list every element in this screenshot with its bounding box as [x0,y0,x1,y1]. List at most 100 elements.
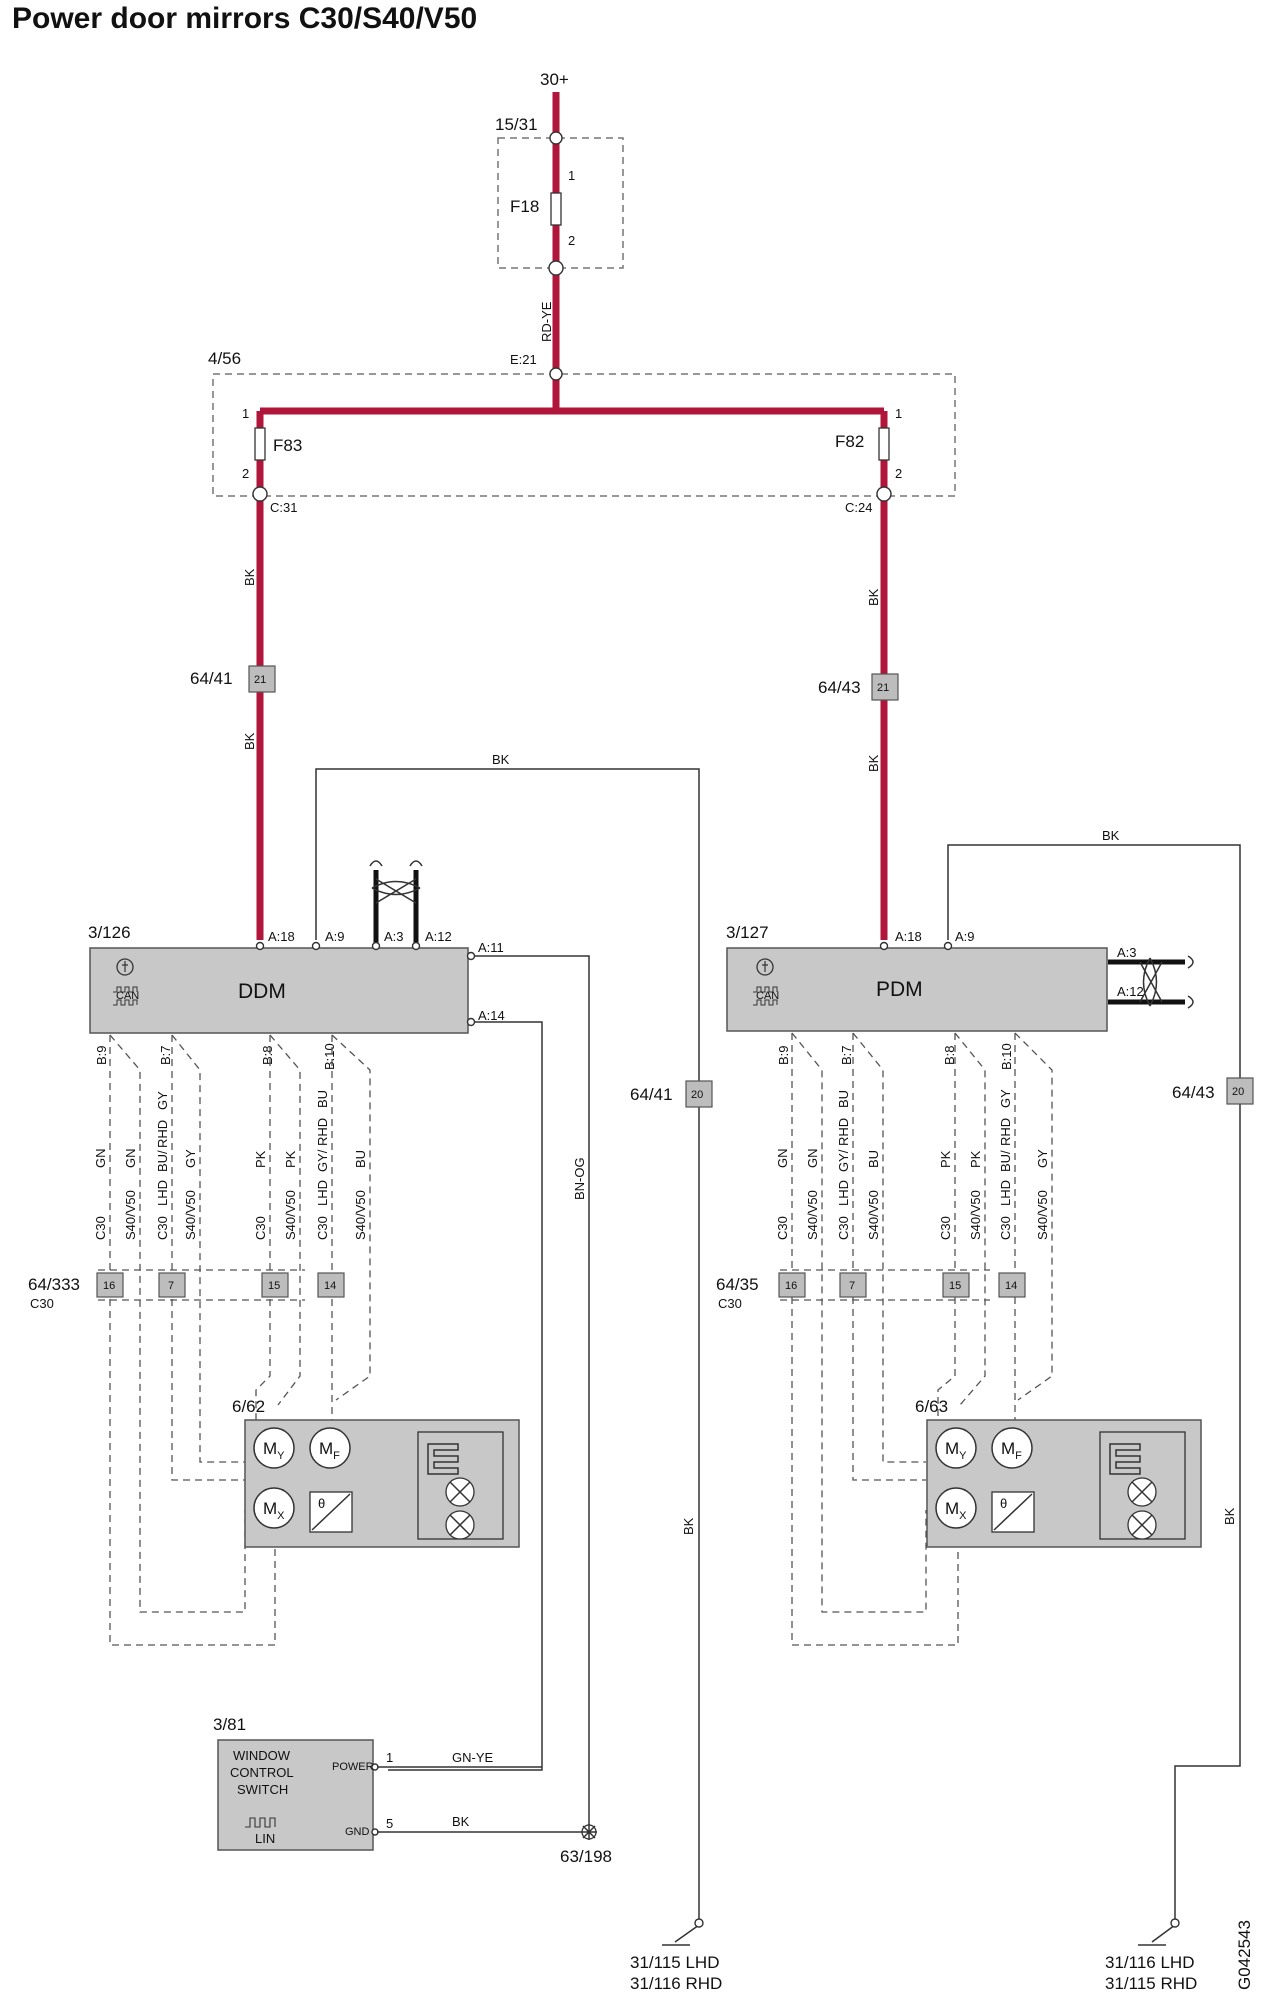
fuse-f83-pin1: 1 [242,406,249,421]
fuse-f83-pin2: 2 [242,466,249,481]
ddm-pin-dot [371,941,381,951]
pdm-pin-a12: A:12 [1117,984,1144,999]
fuse-f18-label: F18 [510,197,539,216]
switch-lin-label: LIN [255,1831,275,1846]
left-mirror-ref: 6/62 [232,1397,265,1416]
ddm-pin-dot [255,941,265,951]
right-motor-x-label: MX [945,1499,967,1522]
pdm-pin-a3: A:3 [1117,945,1137,960]
right-motor-x [935,1487,977,1529]
switch-pin1: 1 [386,1750,393,1765]
left-motor-x-label: MX [263,1499,285,1522]
right-temp-sensor-label: θ [1000,1496,1007,1511]
pdm-can-label: CAN [756,990,779,1002]
connector-right-ground-pin: 20 [1232,1086,1244,1098]
right-c30-pin-label: 16 [785,1280,797,1292]
ddm-wire-label: RHD [315,1118,330,1146]
fusebox-lower-left-out: C:31 [270,500,297,515]
ddm-wire-label: C30 [315,1216,330,1240]
ddm-pin-b9: B:9 [94,1045,109,1065]
connector-left-top-pin: 21 [254,674,266,686]
pdm-wire-label: S40/V50 [805,1190,820,1240]
left-lamp-icon [445,1477,475,1540]
ddm-pin-dot [311,941,321,951]
fusebox-lower-out-right [876,486,892,502]
left-c30-pin-label: 16 [103,1280,115,1292]
pdm-wire-label: PK [938,1150,953,1168]
pdm-wire-label: BU [866,1150,881,1168]
ddm-ref: 3/126 [88,923,131,942]
pdm-wire-label: C30 [836,1216,851,1240]
can-icon [113,986,138,1006]
ddm-pin-a3: A:3 [384,929,404,944]
twisted-pair-end [1187,955,1194,1009]
left-c30-conn-pin [261,1272,289,1298]
connector-right-ground [1226,1077,1254,1105]
pdm-wire-label: GN [805,1149,820,1169]
ddm-wire-label: C30 [253,1216,268,1240]
pdm-harness [780,1032,1053,1646]
can-icon [116,958,134,976]
right-c30-pin-label: 14 [1005,1280,1017,1292]
wire-bk-label: BK [1222,1507,1237,1525]
ddm-wire-label: PK [253,1150,268,1168]
ddm-wire-label: LHD [155,1180,170,1206]
left-c30-conn-note: C30 [30,1296,54,1311]
pdm-wire-label: C30 [938,1216,953,1240]
right-c30-conn-pin [778,1272,806,1298]
lin-icon [245,1817,276,1828]
left-temp-sensor-label: θ [318,1496,325,1511]
ground-right-line2: 31/115 RHD [1105,1974,1197,1993]
pdm-wire-label: GY [998,1089,1013,1108]
right-motor-f [991,1427,1033,1469]
fuse-f83-label: F83 [273,436,302,455]
wire-ddm-a9-ground [315,768,700,1925]
pdm-pin-b10: B:10 [999,1043,1014,1070]
pdm-wire-label: RHD [998,1118,1013,1146]
left-c30-pin-label: 15 [268,1280,280,1292]
ddm-harness [98,1034,371,1646]
left-motor-y-label: MY [263,1439,285,1462]
pdm-module [726,947,1108,1032]
switch-line1: WINDOW [233,1748,291,1763]
supply-label: 30+ [540,70,569,89]
can-icon [753,986,778,1006]
fuse-f82-pin2: 2 [895,466,902,481]
wire-bk-label: BK [242,732,257,750]
right-c30-conn-pin [942,1272,970,1298]
pdm-pin-dot [879,941,889,951]
fuse-f82-label: F82 [835,432,864,451]
ddm-wire-label: GN [93,1149,108,1169]
pdm-wire-label: GY [1035,1149,1050,1168]
ddm-pin-dot [466,951,476,961]
ddm-wire-label: C30 [155,1216,170,1240]
pdm-pin-a9: A:9 [955,929,975,944]
ddm-wire-label: S40/V50 [353,1190,368,1240]
pdm-wire-label: S40/V50 [968,1190,983,1240]
ground-symbol-right [1138,1924,1176,1946]
fusebox-lower-right-out: C:24 [845,500,872,515]
right-temp-sensor-mark [993,1493,1033,1531]
wire-ddm-a14-gnye [388,1021,543,1771]
ddm-wire-label: GY/ [315,1149,330,1172]
ground-right-line1: 31/116 LHD [1105,1953,1194,1972]
pdm-wire-label: C30 [775,1216,790,1240]
ground-point-ref: 63/198 [560,1847,612,1866]
fusebox-lower-inpin-dot [549,367,563,381]
page-title: Power door mirrors C30/S40/V50 [12,2,478,35]
connector-left-ground [685,1080,713,1108]
connector-right-ground-ref: 64/43 [1172,1083,1215,1102]
ground-pin-left [694,1918,704,1928]
fuse-f18-pin1: 1 [568,168,575,183]
ddm-pin-a12: A:12 [425,929,452,944]
pdm-pin-a18: A:18 [895,929,922,944]
right-motor-y-label: MY [945,1439,967,1462]
connector-left-ground-pin: 20 [691,1089,703,1101]
connector-right-top-pin: 21 [877,682,889,694]
right-c30-conn-ref: 64/35 [716,1275,759,1294]
wire-bk-label: BK [492,752,510,767]
switch-power-label: POWER [332,1761,374,1773]
left-c30-conn-ref: 64/333 [28,1275,80,1294]
ddm-pin-a14: A:14 [478,1008,505,1023]
wire-bk-label: BK [242,568,257,586]
